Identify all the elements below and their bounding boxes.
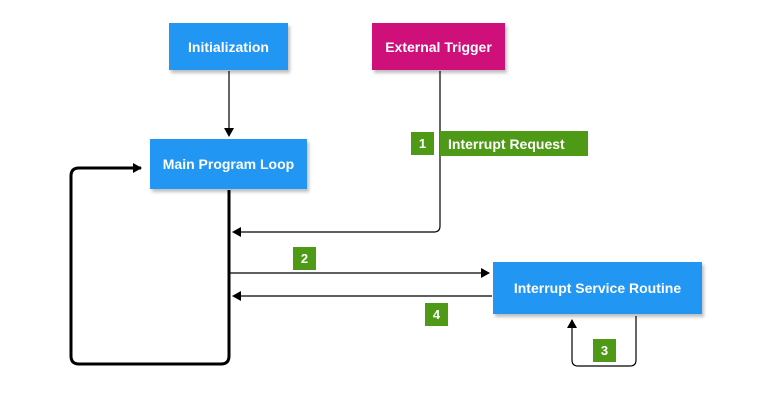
interrupt-request-label: Interrupt Request — [440, 131, 588, 156]
edge-trigger-to-main — [232, 71, 441, 237]
step-4-number: 4 — [432, 307, 441, 322]
main-program-loop-label: Main Program Loop — [162, 156, 295, 172]
edge-isr-self-loop — [567, 316, 637, 367]
isr-label: Interrupt Service Routine — [513, 280, 682, 296]
external-trigger-label: External Trigger — [385, 38, 492, 55]
edge-main-loop-back — [69, 163, 231, 366]
step-2-badge: 2 — [292, 246, 317, 271]
step-1-badge: 1 — [410, 131, 435, 156]
initialization-label: Initialization — [188, 38, 269, 55]
step-4-badge: 4 — [424, 302, 449, 327]
step-2-number: 2 — [300, 251, 309, 266]
interrupt-request-text: Interrupt Request — [448, 135, 565, 152]
step-3-number: 3 — [600, 343, 609, 358]
main-program-loop-node: Main Program Loop — [150, 139, 307, 189]
initialization-node: Initialization — [169, 23, 288, 70]
step-3-badge: 3 — [592, 338, 617, 363]
external-trigger-node: External Trigger — [372, 23, 505, 70]
step-1-number: 1 — [418, 136, 427, 151]
isr-node: Interrupt Service Routine — [493, 262, 702, 314]
